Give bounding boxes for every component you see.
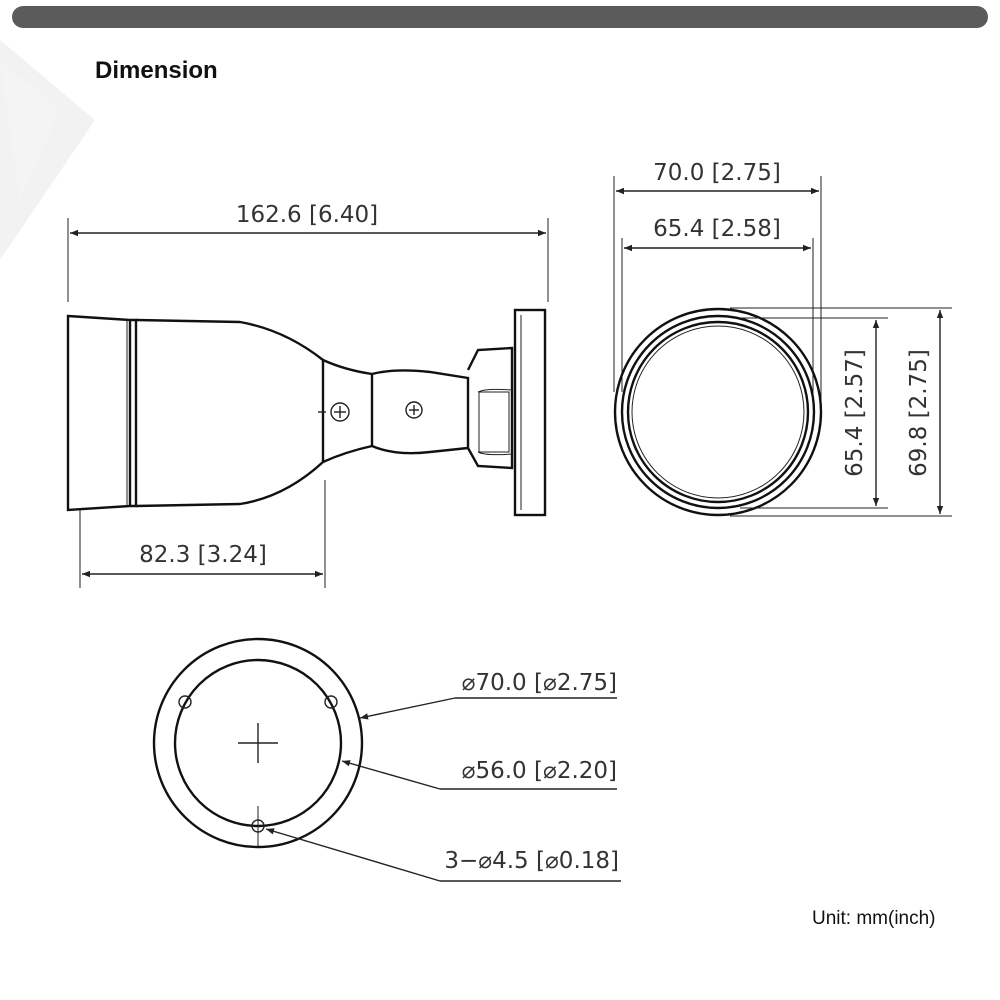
- base-outer-circle: [152, 637, 364, 849]
- mounting-holes-label: 3−⌀4.5 [⌀0.18]: [444, 848, 619, 874]
- base-diameter-label: ⌀70.0 [⌀2.75]: [462, 670, 617, 696]
- overall-length-label: 162.6 [6.40]: [236, 202, 378, 228]
- unit-note: Unit: mm(inch): [812, 908, 936, 929]
- ball-joint: [371, 369, 470, 455]
- body-length-label: 82.3 [3.24]: [139, 542, 267, 568]
- front-view: 70.0 [2.75] 65.4 [2.58] 65.4 [2.57] 69.8…: [613, 160, 952, 517]
- side-view: 162.6 [6.40] 82.3 [3.24]: [66, 202, 549, 588]
- camera-body: [135, 318, 325, 508]
- base-diameter-leader: [359, 697, 456, 720]
- front-lens-window: [626, 320, 810, 504]
- camera-neck: [322, 358, 374, 464]
- camera-sunshield: [66, 314, 132, 512]
- mounting-holes-leader: [265, 828, 441, 882]
- inner-height-label: 65.4 [2.57]: [842, 349, 868, 477]
- base-view: ⌀70.0 [⌀2.75] ⌀56.0 [⌀2.20] 3−⌀4.5 [⌀0.1…: [152, 637, 621, 882]
- mounting-plate: [513, 308, 547, 517]
- body-screw: [330, 402, 350, 422]
- bracket-arm: [466, 346, 514, 470]
- outer-width-label: 70.0 [2.75]: [653, 160, 781, 186]
- outer-height-label: 69.8 [2.75]: [906, 349, 932, 477]
- front-outer-ring: [613, 307, 823, 517]
- top-banner-bar: [12, 6, 988, 28]
- watermark-shape: [0, 40, 95, 260]
- hole-circle-label: ⌀56.0 [⌀2.20]: [462, 758, 617, 784]
- mounting-hole-1: [178, 695, 192, 709]
- page-title: Dimension: [95, 57, 218, 84]
- mounting-hole-2: [324, 695, 338, 709]
- hole-circle-leader: [341, 760, 441, 790]
- inner-width-label: 65.4 [2.58]: [653, 216, 781, 242]
